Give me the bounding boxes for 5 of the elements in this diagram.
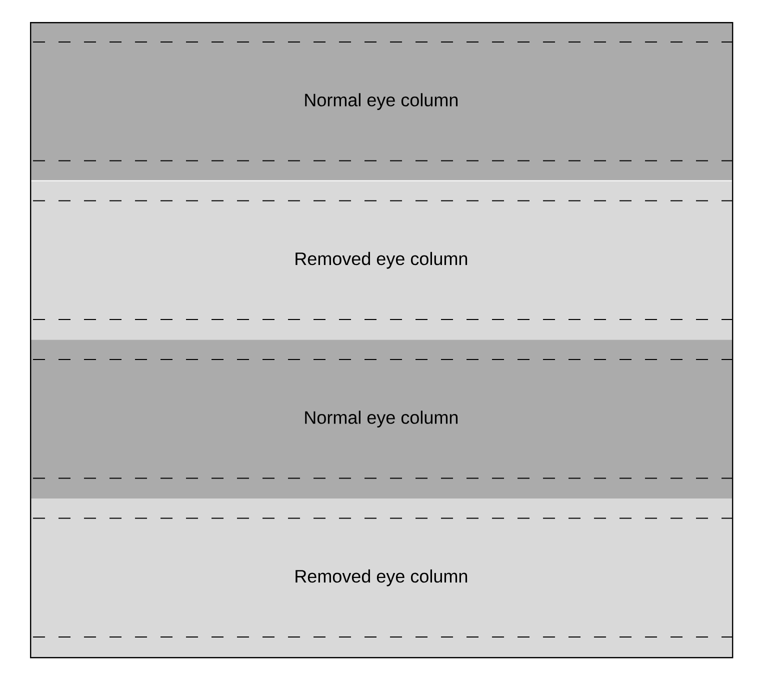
band: Removed eye column	[30, 498, 732, 658]
band: Normal eye column	[30, 22, 732, 181]
band: Normal eye column	[30, 340, 732, 498]
frame	[30, 22, 734, 658]
band: Removed eye column	[30, 180, 732, 340]
